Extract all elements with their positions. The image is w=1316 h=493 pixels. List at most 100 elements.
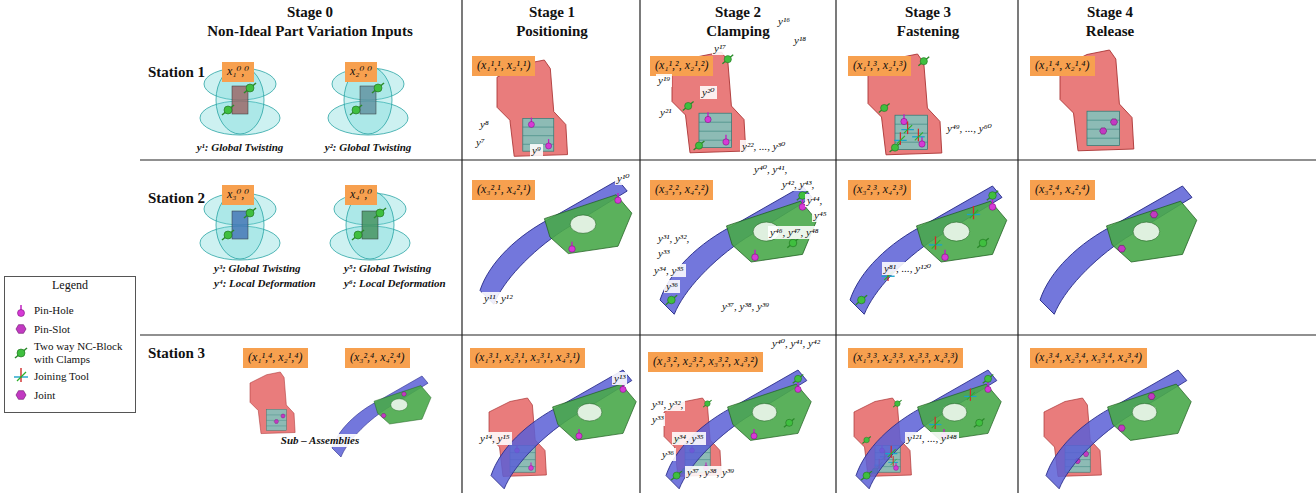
green-bracket [374,386,431,424]
callout-number: y¹¹, y¹² [482,292,514,305]
pin-head [751,433,757,439]
clamp-block [376,209,384,217]
blue-part [856,370,1001,489]
callout-number: y⁴⁶, y⁴⁷, y⁴⁸ [768,226,821,239]
state-label-box: (x₃²,², x₄²,²) [650,180,713,200]
tool-axis [20,368,21,382]
clamp-block [224,106,232,114]
clamp-block [881,104,888,111]
bracket-rib [699,131,731,132]
station-label: Station 1 [148,64,205,80]
callout-number: y⁸¹, ..., y¹²⁰ [882,262,933,275]
callout-number: y⁹ [532,144,541,156]
stage-header: Stage 1 [529,4,575,20]
legend-title: Legend [52,279,88,293]
variation-caption: y⁴: Local Deformation [214,277,316,289]
pin-head [529,466,534,471]
column-divider [639,0,640,493]
joint-symbol [281,414,285,418]
blue-part [850,186,1007,314]
callout-number: y¹²¹, ..., y¹⁴⁸ [905,432,959,445]
state-label: (x₁¹,¹, x₂¹,¹) [477,58,530,72]
pin-head [795,386,801,392]
bracket-rib [523,135,554,136]
stage-header: Stage 4 [1087,4,1133,20]
caption-text: Sub – Assemblies [281,434,359,446]
clamp-block [984,375,991,382]
green-bracket [728,384,812,440]
stage-header: Fastening [897,23,960,39]
clamp-block [976,419,983,426]
station-label: Station 3 [148,345,205,361]
clamp-arm [666,295,677,305]
joint-symbol [274,420,278,424]
green-bracket [1107,201,1197,262]
callout-number: y³¹, y³², [652,398,683,410]
callout-number: y⁴⁴, [807,194,822,206]
state-label-box: (x₃²,¹, x₄²,¹) [472,180,535,200]
callout-number: y¹¹, y¹² [484,292,512,304]
tool-axis [970,388,971,400]
callout-number: y³⁷, y³⁸, y³⁹ [687,466,734,478]
variation-caption: y¹: Global Twisting [197,141,284,153]
variation-caption: y²: Global Twisting [323,141,414,154]
state-label: (x₁¹,², x₂¹,²) [655,58,708,72]
callout-number: y⁴⁶, y⁴⁷, y⁴⁸ [770,226,819,238]
station-label: Station 1 [148,64,205,81]
callout-number: y⁴⁴, [805,194,824,207]
column-divider [835,0,836,493]
legend-symbol [8,321,34,337]
clamp-block [858,296,866,304]
clamp-arm [722,55,733,64]
callout-number: y¹³ [614,372,625,384]
callout-number: y¹⁹ [658,74,670,86]
column-divider [1017,0,1018,493]
joint-symbol [1148,393,1155,399]
callout-number: y¹⁶ [776,15,792,28]
tool-axis [907,122,908,135]
callout-number: y¹⁰ [617,172,630,184]
table-grid [140,0,1316,493]
bracket-rib [1087,138,1119,139]
callout-number: y¹⁷ [712,42,728,55]
callout-number: y¹⁴, y¹⁵ [480,432,510,444]
state-label-box: (x₁¹,³, x₂¹,³) [848,56,911,76]
joint-symbol [16,325,26,334]
bracket-rib [699,122,731,123]
state-label: (x₃²,⁴, x₄²,⁴) [1035,182,1090,196]
state-label: (x₁³,⁴, x₂³,⁴, x₃³,⁴, x₄³,⁴) [1035,350,1142,364]
pin-head [919,141,925,147]
bracket-hole [1133,222,1160,241]
tool-axis [967,392,975,400]
tool-axis [915,132,923,140]
callout-number: y³¹, y³², [658,232,689,244]
bracket-rib [523,127,554,128]
clamp-block [891,144,898,151]
callout-number: y²¹ [660,106,671,118]
callout-number: y⁸¹, ..., y¹²⁰ [884,262,931,274]
variation-caption: y⁶: Local Deformation [342,277,448,290]
clamp-arm [222,105,234,115]
clamp-block [864,437,870,443]
state-label-box: x₂⁰,⁰ [345,62,377,82]
clamp-arm [244,208,256,218]
tool-axis [970,210,979,219]
green-bracket [553,384,637,440]
joint-symbol [1110,119,1117,125]
clamp-block [989,192,997,200]
callout-number: y³¹, y³², [656,232,691,245]
legend-entry: Joining Tool [8,368,132,384]
nominal-part [232,211,248,239]
nominal-part [360,86,376,114]
state-label: x₄⁰,⁰ [350,187,372,201]
state-label-box: (x₁³,², x₂³,², x₃³,², x₄³,²) [648,352,763,372]
callout-number: y⁷ [476,136,485,148]
callout-number: y¹⁰ [615,172,632,185]
clamp-arm [793,374,804,383]
clamp-arm [787,238,798,248]
stage-header: Fastening [897,23,960,40]
clamp-block [17,349,25,357]
red-part [250,372,295,434]
joint-symbol [1150,211,1158,218]
clamp-block [246,84,254,92]
